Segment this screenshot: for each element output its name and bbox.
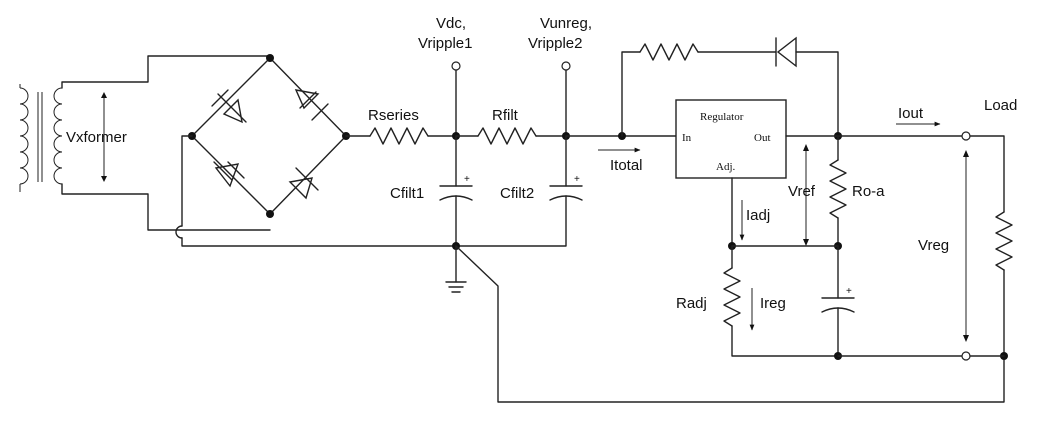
ground-icon bbox=[445, 245, 467, 293]
resistor-icon bbox=[369, 127, 429, 145]
regulator-in-label: In bbox=[682, 132, 692, 144]
svg-text:+: + bbox=[464, 174, 470, 185]
itotal-label: Itotal bbox=[610, 157, 643, 174]
resistor-icon bbox=[829, 159, 847, 219]
diode-icon bbox=[288, 167, 319, 200]
rfilt-label: Rfilt bbox=[492, 107, 519, 124]
vreg-label: Vreg bbox=[918, 237, 949, 254]
diode-icon bbox=[294, 89, 329, 121]
svg-text:+: + bbox=[574, 174, 580, 185]
cfilt2-label: Cfilt2 bbox=[500, 185, 534, 202]
radj-label: Radj bbox=[676, 295, 707, 312]
resistor-icon bbox=[477, 127, 537, 145]
svg-text:+: + bbox=[846, 286, 852, 297]
ireg-label: Ireg bbox=[760, 295, 786, 312]
diode-icon bbox=[211, 89, 247, 124]
regulator-block: Regulator In Out Adj. bbox=[675, 99, 787, 179]
vripple1-label: Vripple1 bbox=[418, 35, 472, 52]
transformer-icon bbox=[19, 55, 271, 231]
diode-icon bbox=[775, 36, 797, 68]
iadj-label: Iadj bbox=[746, 207, 770, 224]
capacitor-icon: + bbox=[439, 135, 473, 247]
vripple2-label: Vripple2 bbox=[528, 35, 582, 52]
iout-label: Iout bbox=[898, 105, 924, 122]
resistor-icon bbox=[995, 211, 1013, 271]
cfilt1-label: Cfilt1 bbox=[390, 185, 424, 202]
regulator-title: Regulator bbox=[700, 111, 744, 123]
load-label: Load bbox=[984, 97, 1017, 114]
capacitor-icon: + bbox=[821, 245, 855, 357]
vxformer-label: Vxformer bbox=[66, 129, 127, 146]
vunreg-label: Vunreg, bbox=[540, 15, 592, 32]
bridge-rectifier bbox=[188, 54, 350, 218]
regulator-adj-label: Adj. bbox=[716, 161, 736, 173]
roa-label: Ro-a bbox=[852, 183, 885, 200]
vref-label: Vref bbox=[788, 183, 816, 200]
rseries-label: Rseries bbox=[368, 107, 419, 124]
resistor-icon bbox=[639, 43, 699, 61]
diode-icon bbox=[213, 161, 245, 188]
vdc-label: Vdc, bbox=[436, 15, 466, 32]
capacitor-icon: + bbox=[549, 135, 583, 201]
regulator-out-label: Out bbox=[754, 132, 771, 144]
resistor-icon bbox=[723, 267, 741, 327]
